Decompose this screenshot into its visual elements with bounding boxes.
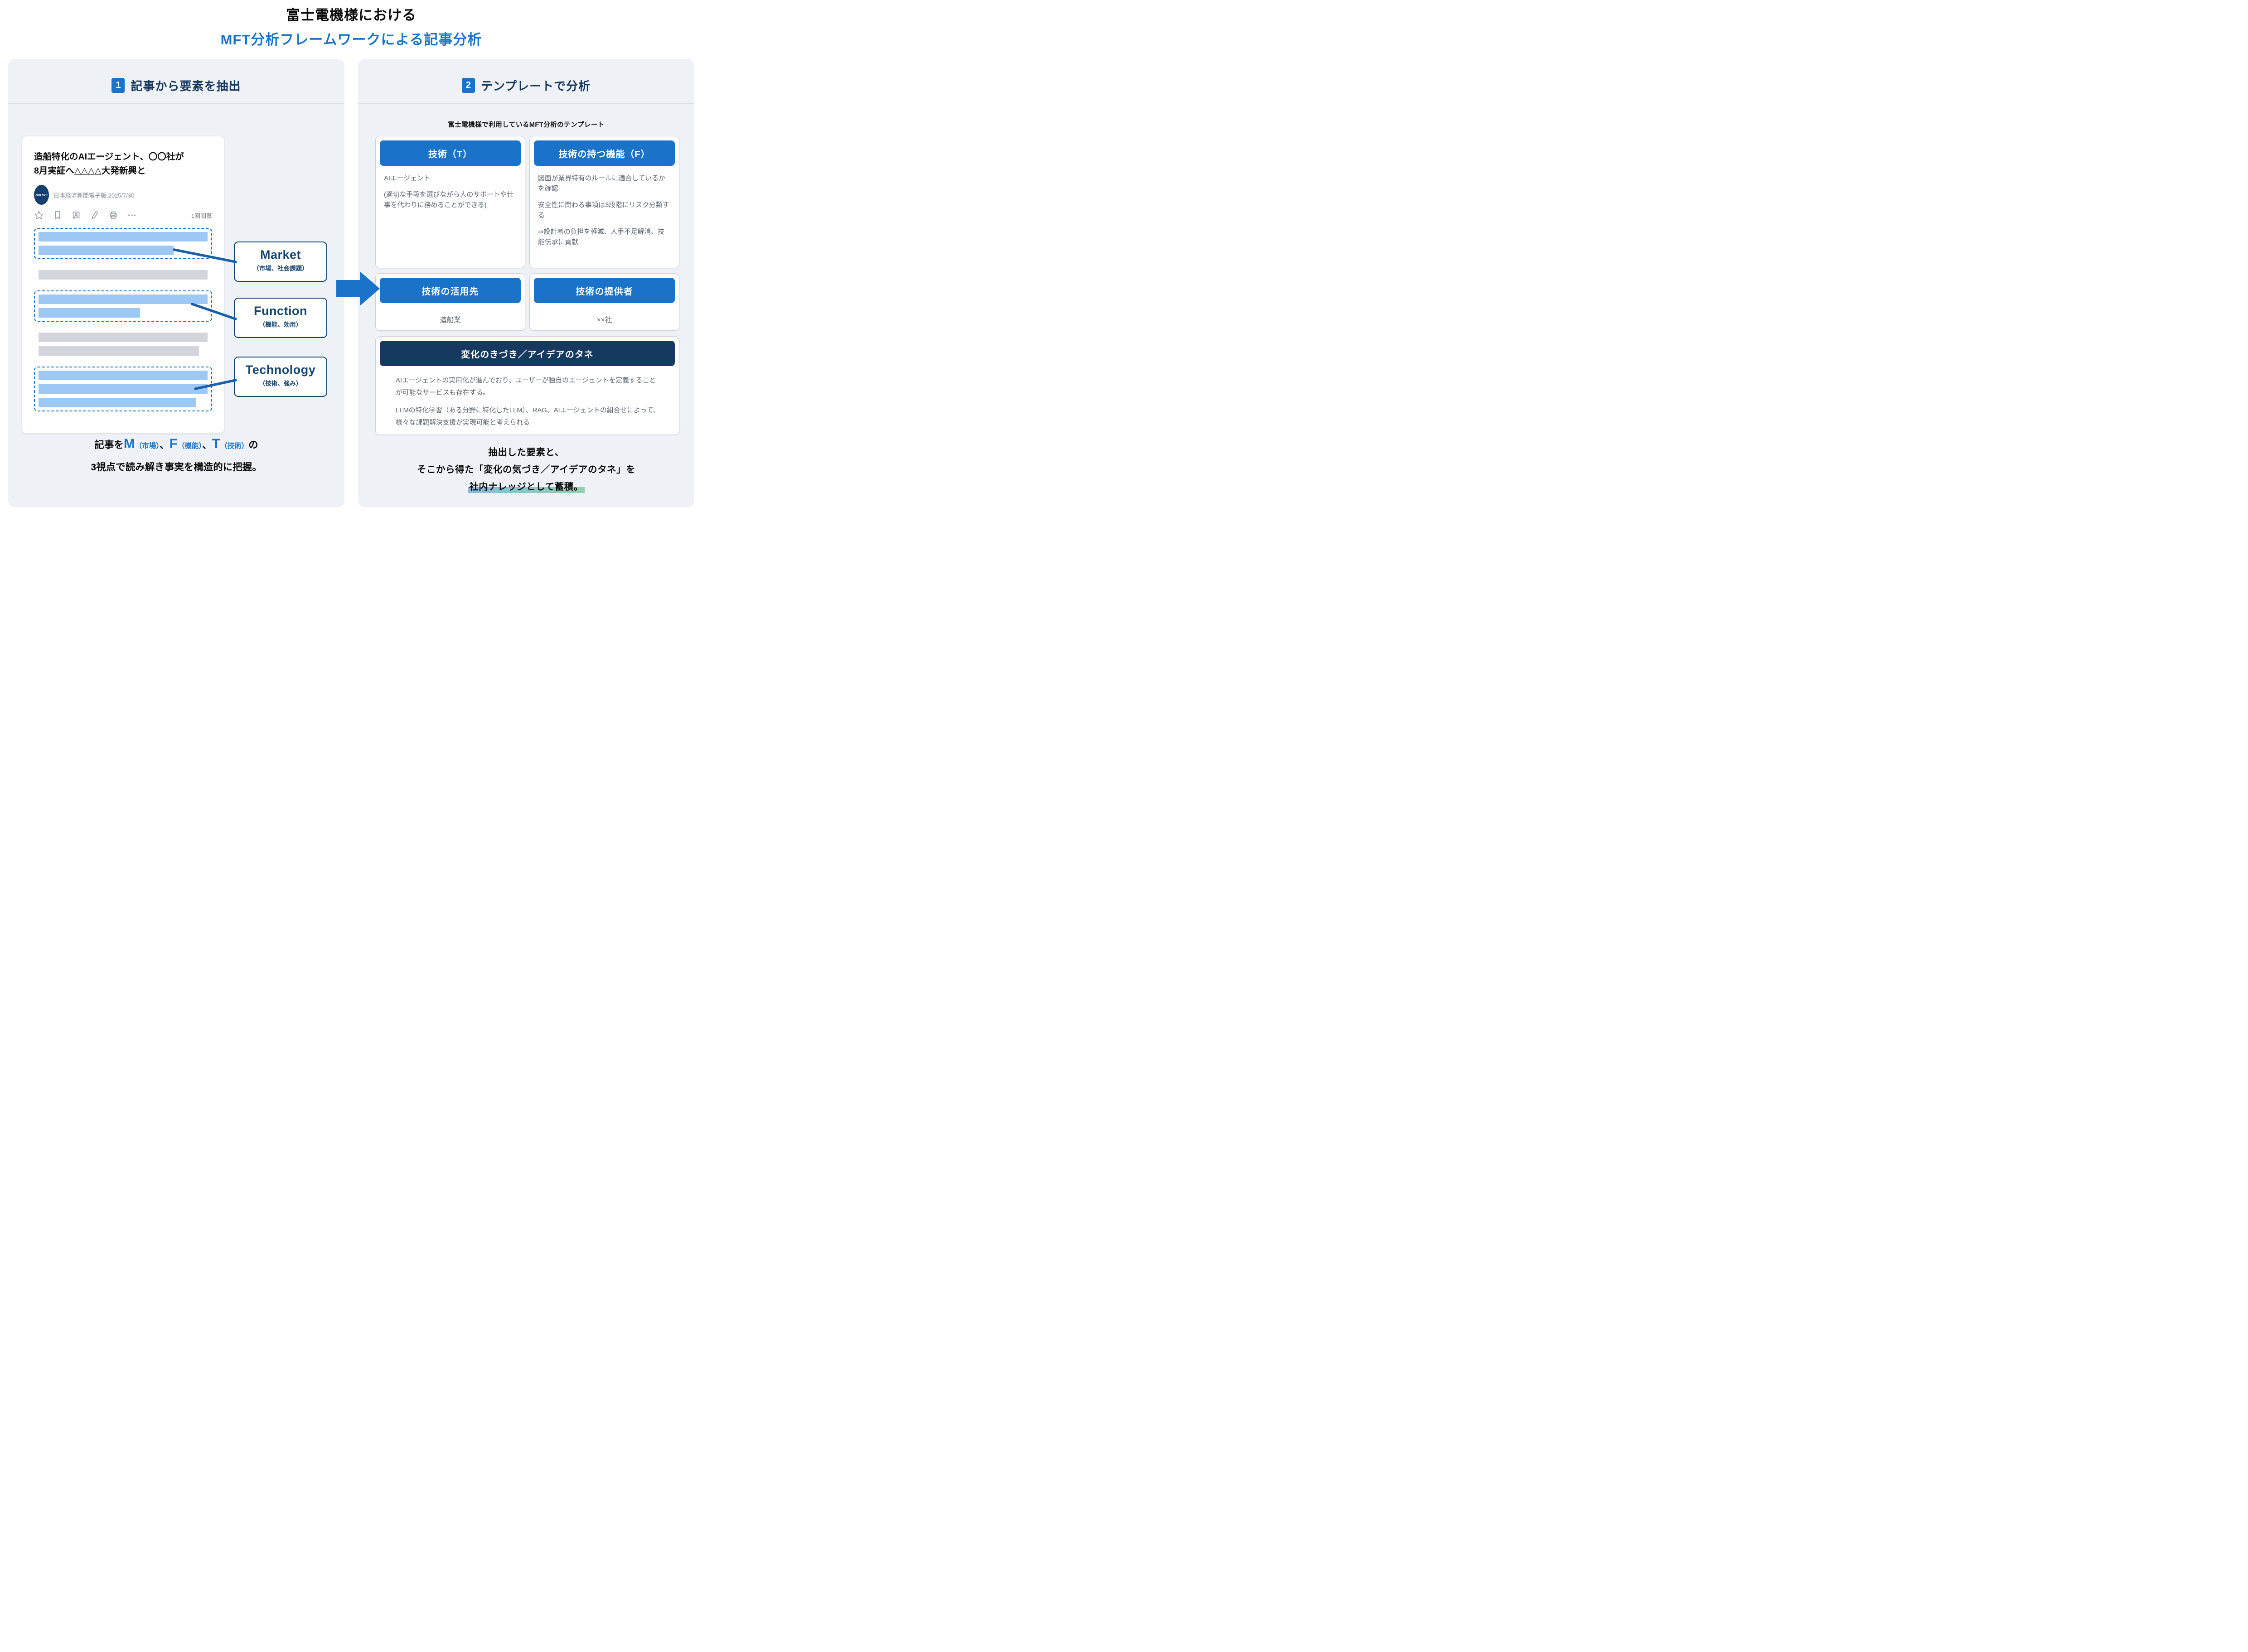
view-count: 1回閲覧 [191, 212, 212, 219]
cell-insight-body2: LLMの特化学習（ある分野に特化したLLM）、RAG、AIエージェントの組合せに… [396, 407, 660, 426]
printer-icon[interactable] [108, 210, 118, 220]
cell-function-body3: ⇒設計者の負担を軽減、人手不足解消、技能伝承に貢献 [538, 228, 664, 246]
function-label-box: Function （機能、効用） [234, 298, 327, 338]
market-label-en: Market [260, 248, 301, 261]
comment-icon[interactable] [71, 210, 81, 220]
text-block [34, 333, 212, 356]
highlight-bar [39, 232, 208, 242]
panel-template-title: テンプレートで分析 [480, 79, 591, 93]
divider [358, 103, 694, 104]
pen-icon[interactable] [90, 210, 100, 220]
page-title-line2: MFT分析フレームワークによる記事分析 [220, 32, 482, 48]
market-label-ja: （市場、社会課題） [253, 265, 308, 272]
nikkei-logo: NIKKEI [34, 185, 49, 205]
text-line-bar [39, 270, 208, 280]
highlight-bar [39, 308, 140, 318]
caption-t-note: （技術） [220, 442, 249, 450]
highlight-bar [39, 398, 196, 408]
cell-technology-body1: AIエージェント [384, 175, 431, 182]
panel-template-analysis: 2 テンプレートで分析 富士電機様で利用しているMFT分析のテンプレート 技術（… [358, 59, 694, 507]
cell-function-body: 図面が業界特有のルールに適合しているかを確認 安全性に関わる事項は3段階にリスク… [530, 170, 679, 248]
caption-f: F [169, 436, 178, 451]
extract-caption-line1: 記事をM（市場）、F（機能）、T（技術）の [8, 436, 344, 452]
cell-function-body2: 安全性に関わる事項は3段階にリスク分類する [538, 201, 669, 219]
cell-function: 技術の持つ機能（F） 図面が業界特有のルールに適合しているかを確認 安全性に関わ… [529, 136, 679, 268]
bookmark-icon[interactable] [53, 210, 63, 220]
highlight-bar [39, 246, 174, 256]
extract-caption: 記事をM（市場）、F（機能）、T（技術）の 3視点で読み解き事実を構造的に把握。 [8, 436, 344, 473]
cell-provider-header: 技術の提供者 [534, 278, 675, 303]
article-body [34, 228, 212, 412]
highlighted-text-block [34, 290, 212, 322]
text-block [34, 270, 212, 280]
caption-t: T [212, 436, 221, 451]
summary-line2: そこから得た「変化の気づき／アイデアのタネ」を [417, 464, 635, 475]
summary-line3: 社内ナレッジとして蓄積。 [358, 478, 694, 496]
caption-m: M [123, 436, 135, 451]
cell-application-header: 技術の活用先 [380, 278, 521, 303]
page-title-line1: 富士電機様における [286, 7, 417, 23]
caption-m-note: （市場） [135, 442, 160, 450]
page-title: 富士電機様における MFT分析フレームワークによる記事分析 [0, 4, 702, 48]
summary-highlight: 社内ナレッジとして蓄積。 [468, 481, 585, 493]
star-icon[interactable] [34, 210, 44, 220]
cell-insight-header: 変化のきづき／アイデアのタネ [380, 341, 675, 366]
cell-insight-body: AIエージェントの実用化が進んでおり、ユーザーが独自のエージェントを定義すること… [376, 370, 679, 429]
function-label-en: Function [254, 304, 307, 318]
highlight-bar [39, 295, 208, 304]
panel-template-header: 2 テンプレートで分析 [358, 77, 694, 94]
technology-label-ja: （技術、強み） [259, 380, 302, 387]
highlight-bar [39, 371, 208, 381]
text-line-bar [39, 333, 208, 343]
cell-application: 技術の活用先 造船業 [375, 273, 525, 331]
cell-technology: 技術（T） AIエージェント (適切な手段を選びながら人のサポートや仕事を代わり… [375, 136, 525, 268]
highlight-bar [39, 384, 208, 394]
cell-function-body1: 図面が業界特有のルールに適合しているかを確認 [538, 175, 665, 193]
panel-extract-elements: 1 記事から要素を抽出 造船特化のAIエージェント、〇〇社が 8月実証へ△△△△… [8, 59, 344, 507]
cell-application-body: 造船業 [440, 316, 461, 324]
highlighted-text-block [34, 367, 212, 412]
step-1-badge: 1 [111, 78, 125, 93]
divider [8, 103, 344, 104]
template-caption: 富士電機様で利用しているMFT分析のテンプレート [448, 121, 605, 129]
technology-label-en: Technology [245, 363, 316, 377]
cell-technology-body: AIエージェント (適切な手段を選びながら人のサポートや仕事を代わりに務めること… [376, 170, 525, 211]
extract-caption-line2: 3視点で読み解き事実を構造的に把握。 [91, 462, 262, 473]
panel-extract-header: 1 記事から要素を抽出 [8, 77, 344, 94]
cell-provider-body: ××社 [596, 316, 612, 324]
news-article-card: 造船特化のAIエージェント、〇〇社が 8月実証へ△△△△大発新興と NIKKEI… [22, 136, 224, 434]
article-actions-row: 1回閲覧 [34, 210, 212, 220]
mft-infographic: 富士電機様における MFT分析フレームワークによる記事分析 1 記事から要素を抽… [0, 0, 702, 517]
text-line-bar [39, 346, 199, 356]
caption-f-note: （機能） [177, 442, 203, 450]
function-label-ja: （機能、効用） [259, 321, 302, 328]
highlighted-text-block [34, 228, 212, 260]
cell-technology-header: 技術（T） [380, 140, 521, 166]
nikkei-logo-text: NIKKEI [35, 193, 48, 197]
article-source-meta: 日本経済新聞電子版 2025/7/30 [53, 192, 135, 199]
market-label-box: Market （市場、社会課題） [234, 242, 327, 282]
analysis-summary: 抽出した要素と、 そこから得た「変化の気づき／アイデアのタネ」を 社内ナレッジと… [358, 444, 694, 496]
technology-label-box: Technology （技術、強み） [234, 357, 327, 397]
caption-sep: 、 [202, 440, 212, 450]
caption-suffix: の [248, 440, 258, 450]
caption-sep: 、 [160, 440, 170, 450]
cell-insight: 変化のきづき／アイデアのタネ AIエージェントの実用化が進んでおり、ユーザーが独… [375, 336, 679, 435]
article-headline: 造船特化のAIエージェント、〇〇社が 8月実証へ△△△△大発新興と [34, 152, 184, 176]
caption-prefix: 記事を [94, 440, 124, 450]
more-icon[interactable] [127, 210, 137, 220]
summary-line1: 抽出した要素と、 [488, 447, 564, 458]
panel-extract-title: 記事から要素を抽出 [131, 79, 241, 93]
cell-insight-body1: AIエージェントの実用化が進んでおり、ユーザーが独自のエージェントを定義すること… [396, 377, 656, 396]
cell-technology-body2: (適切な手段を選びながら人のサポートや仕事を代わりに務めることができる) [384, 191, 514, 209]
cell-provider: 技術の提供者 ××社 [529, 273, 679, 331]
cell-function-header: 技術の持つ機能（F） [534, 140, 675, 166]
article-source-row: NIKKEI 日本経済新聞電子版 2025/7/30 [34, 185, 212, 205]
step-2-badge: 2 [461, 78, 475, 93]
